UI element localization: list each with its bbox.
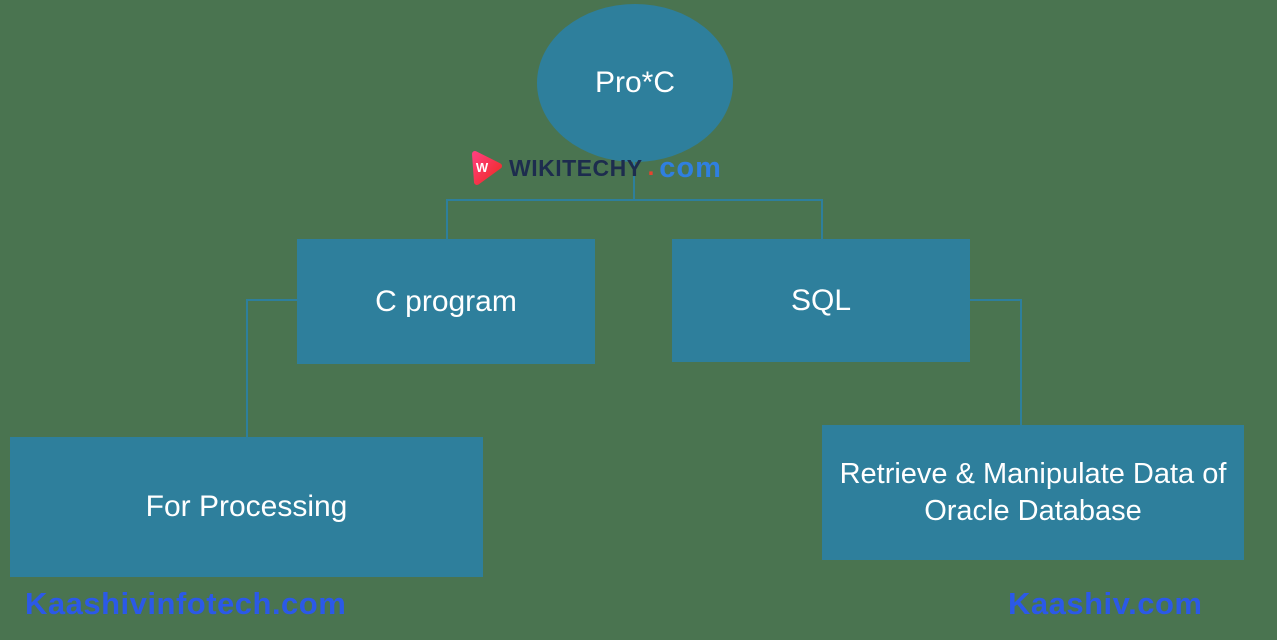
connector-cprogram-elbow-horizontal (246, 299, 297, 301)
footer-left-text: Kaashivinfotech.com (25, 586, 347, 621)
connector-sql-elbow-horizontal (970, 299, 1022, 301)
footer-right-text: Kaashiv.com (1008, 586, 1203, 621)
connector-cprogram-elbow-vertical (246, 299, 248, 437)
node-retrieve-manipulate-label: Retrieve & Manipulate Data of Oracle Dat… (839, 458, 1227, 527)
node-retrieve-manipulate: Retrieve & Manipulate Data of Oracle Dat… (822, 425, 1244, 560)
node-sql-label: SQL (790, 283, 852, 317)
node-root-proc-label: Pro*C (594, 66, 676, 100)
node-c-program-label: C program (375, 284, 517, 318)
connector-root-stem (633, 160, 635, 200)
connector-root-crossbar (446, 199, 823, 201)
node-for-processing: For Processing (10, 437, 483, 577)
watermark-dot: . (647, 154, 655, 181)
node-c-program: C program (297, 239, 595, 364)
node-root-proc: Pro*C (537, 4, 733, 162)
node-for-processing-label: For Processing (145, 490, 348, 524)
connector-drop-right (821, 199, 823, 239)
svg-text:W: W (476, 160, 489, 175)
node-sql: SQL (672, 239, 970, 362)
watermark-brand-text: WIKITECHY (509, 154, 643, 181)
wikitechy-logo-icon: W (468, 150, 504, 186)
connector-sql-elbow-vertical (1020, 299, 1022, 425)
wikitechy-watermark: W WIKITECHY . com (468, 150, 722, 186)
connector-drop-left (446, 199, 448, 239)
watermark-tld-text: com (659, 151, 722, 184)
